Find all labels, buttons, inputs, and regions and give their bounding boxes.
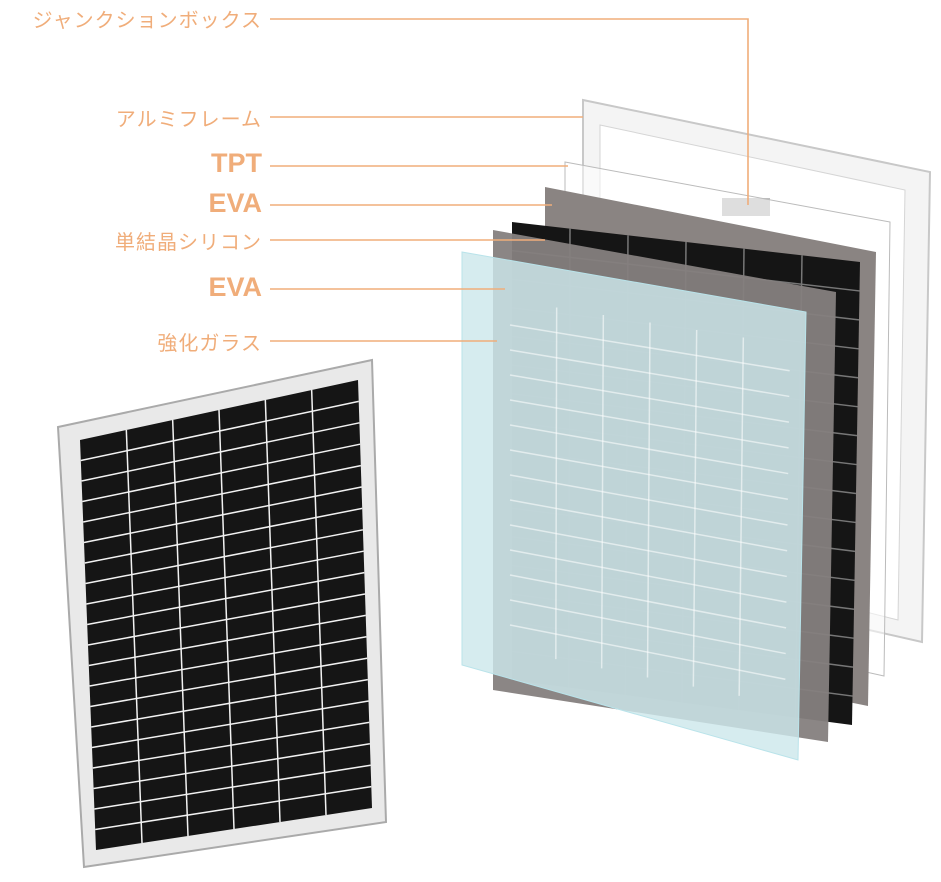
front-panel-row-line (84, 507, 363, 564)
glass-row-line (509, 399, 789, 449)
front-panel-row-line (82, 443, 361, 503)
glass-row-line (509, 449, 788, 501)
label-tpt: TPT (211, 148, 262, 178)
glass-row-line (509, 349, 790, 398)
label-eva-front: EVA (208, 272, 262, 302)
glass-row-line (509, 524, 787, 578)
front-panel-row-line (94, 764, 371, 810)
glass-cell-grid (509, 307, 790, 696)
front-panel-row-line (83, 486, 362, 544)
front-panel-row-line (95, 785, 372, 831)
glass-row-line (509, 374, 790, 423)
front-panel-row-line (90, 657, 368, 708)
front-panel-row-line (89, 636, 367, 687)
glass-row-line (509, 424, 789, 475)
front-panel-row-line (91, 678, 368, 728)
front-panel-row-line (81, 422, 360, 482)
glass-row-line (509, 474, 788, 526)
leader-lines (270, 18, 749, 342)
front-panel-row-line (86, 550, 364, 605)
front-panel-row-line (80, 400, 359, 462)
glass-row-line (509, 324, 790, 372)
front-panel-row-line (91, 700, 369, 749)
glass-row-line (509, 549, 787, 603)
label-aluminum-frame: アルミフレーム (115, 107, 262, 131)
front-panel-row-line (93, 743, 371, 790)
front-panel (80, 380, 372, 850)
glass-row-line (509, 499, 788, 552)
glass-row-line (509, 574, 787, 629)
glass-row-line (509, 599, 786, 655)
front-panel-row-line (92, 721, 370, 769)
label-eva-back: EVA (208, 188, 262, 218)
front-panel-row-line (88, 614, 366, 667)
glass-row-line (509, 624, 786, 681)
label-tempered-glass: 強化ガラス (157, 331, 262, 355)
front-panel-row-line (87, 571, 365, 626)
front-panel-row-line (83, 464, 361, 523)
front-panel-row-line (85, 529, 364, 585)
front-panel-row-line (87, 593, 366, 646)
label-mono-silicon: 単結晶シリコン (115, 230, 262, 254)
label-junction-box: ジャンクションボックス (32, 8, 262, 32)
